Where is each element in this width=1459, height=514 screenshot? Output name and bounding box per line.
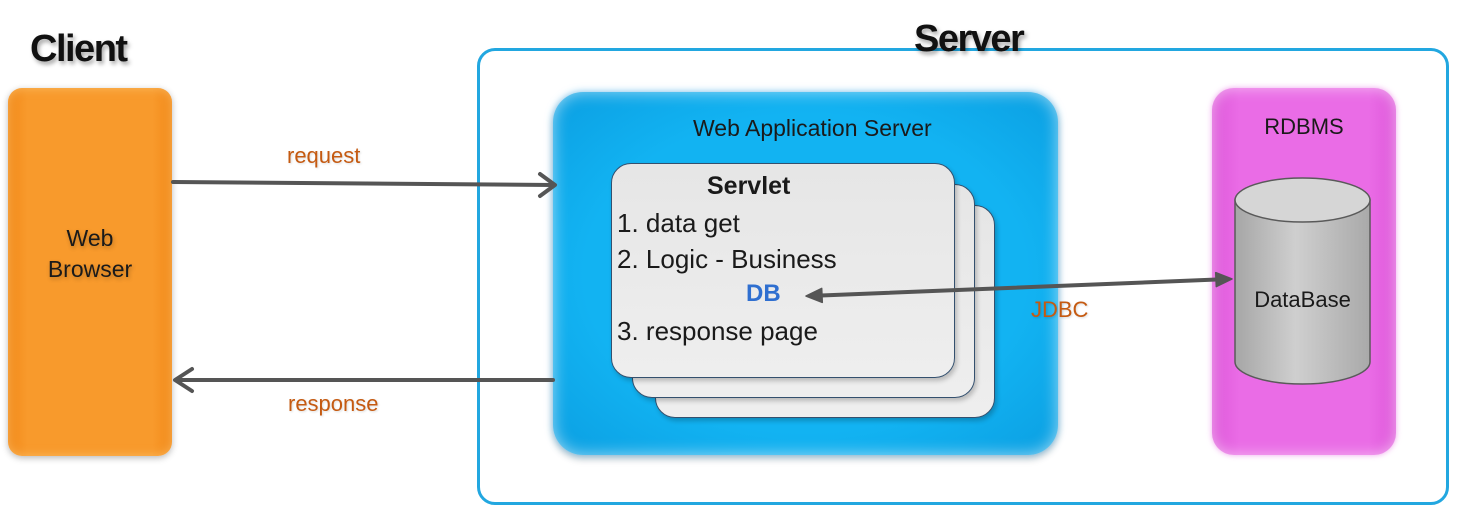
database-cylinder-top (1234, 177, 1371, 223)
web-application-server-label: Web Application Server (693, 115, 932, 141)
servlet-step-response-page: 3. response page (617, 316, 818, 346)
database-cylinder-body (1234, 199, 1371, 385)
servlet-step-data-get: 1. data get (617, 208, 740, 238)
server-title: Server (914, 18, 1025, 60)
web-browser-label: Web Browser (8, 223, 172, 285)
web-browser-label-line1: Web (66, 225, 114, 251)
database-label: DataBase (1254, 287, 1351, 312)
client-title: Client (30, 28, 128, 70)
servlet-db-label: DB (746, 280, 781, 307)
server-frame (477, 48, 1449, 505)
web-browser-box: Web Browser (8, 88, 172, 456)
web-browser-label-line2: Browser (47, 256, 133, 282)
servlet-step-logic-business: 2. Logic - Business (617, 244, 837, 274)
jdbc-label: JDBC (1031, 297, 1089, 322)
database-cylinder-icon (1234, 177, 1371, 385)
request-label: request (287, 143, 361, 168)
servlet-title: Servlet (707, 172, 791, 200)
rdbms-label: RDBMS (1264, 114, 1344, 139)
response-arrowhead-icon (173, 367, 194, 393)
response-label: response (288, 391, 379, 416)
servlet-card-front: Servlet 1. data get 2. Logic - Business … (611, 163, 955, 378)
